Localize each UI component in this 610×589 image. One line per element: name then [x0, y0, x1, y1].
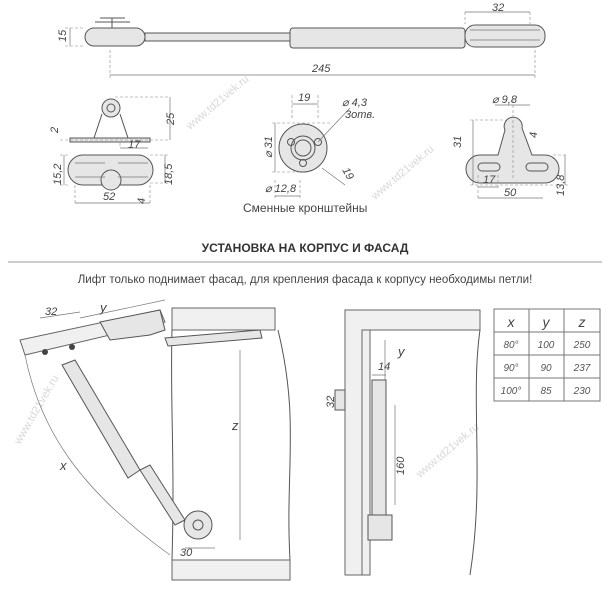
svg-text:15,2: 15,2	[52, 164, 64, 185]
bracket-right-drawing: ⌀ 9,8 31 4 17 50 13,8	[452, 94, 570, 200]
svg-text:32: 32	[325, 396, 337, 408]
svg-text:32: 32	[492, 2, 504, 14]
svg-text:13,8: 13,8	[555, 174, 567, 196]
svg-text:z: z	[231, 418, 239, 433]
svg-text:z: z	[578, 314, 586, 330]
svg-text:www.td21vek.ru: www.td21vek.ru	[368, 143, 436, 203]
svg-text:4: 4	[136, 198, 148, 204]
installation-note: Лифт только поднимает фасад, для креплен…	[78, 274, 533, 286]
svg-text:y: y	[99, 300, 108, 315]
svg-text:⌀ 9,8: ⌀ 9,8	[492, 94, 518, 106]
svg-text:80°: 80°	[503, 340, 518, 351]
svg-text:245: 245	[311, 63, 331, 75]
svg-text:⌀ 4,3: ⌀ 4,3	[342, 97, 368, 109]
svg-text:www.td21vek.ru: www.td21vek.ru	[413, 421, 481, 481]
svg-text:x: x	[507, 314, 516, 330]
svg-text:www.td21vek.ru: www.td21vek.ru	[183, 73, 251, 133]
svg-text:25: 25	[165, 112, 177, 126]
svg-text:30: 30	[180, 547, 193, 559]
svg-text:31: 31	[452, 136, 464, 148]
bracket-left-drawing: 2 25 17 15,2 18,5 4 52	[49, 96, 177, 205]
svg-text:17: 17	[128, 139, 141, 151]
svg-text:14: 14	[378, 361, 390, 373]
svg-text:32: 32	[45, 306, 57, 318]
svg-text:2: 2	[49, 127, 61, 134]
gas-spring-drawing: 15 32 245	[57, 2, 546, 78]
svg-text:17: 17	[483, 174, 496, 186]
svg-text:Сменные кронштейны: Сменные кронштейны	[243, 201, 367, 215]
svg-text:19: 19	[298, 92, 310, 104]
svg-text:www.td21vek.ru: www.td21vek.ru	[12, 373, 62, 447]
svg-text:18,5: 18,5	[163, 163, 175, 185]
svg-text:x: x	[59, 458, 67, 473]
svg-text:250: 250	[573, 340, 591, 351]
svg-text:15: 15	[57, 29, 69, 42]
svg-text:⌀ 31: ⌀ 31	[263, 136, 275, 158]
svg-text:100°: 100°	[501, 386, 522, 397]
svg-text:y: y	[397, 344, 406, 359]
svg-text:3отв.: 3отв.	[345, 109, 375, 121]
svg-text:90: 90	[540, 363, 552, 374]
install-mid-drawing: 14 y 32 160	[325, 309, 481, 576]
svg-text:52: 52	[103, 191, 115, 203]
svg-text:y: y	[542, 314, 551, 330]
svg-text:230: 230	[573, 386, 591, 397]
svg-text:50: 50	[504, 187, 517, 199]
svg-text:90°: 90°	[503, 363, 518, 374]
bracket-center-drawing: 19 ⌀ 4,3 3отв. ⌀ 31 19 ⌀ 12,8 Сменные кр…	[243, 92, 375, 215]
install-left-drawing: 32 y x z 30	[19, 299, 291, 581]
svg-text:⌀ 12,8: ⌀ 12,8	[265, 183, 297, 195]
svg-text:85: 85	[540, 386, 552, 397]
svg-text:100: 100	[538, 340, 555, 351]
svg-text:19: 19	[339, 166, 356, 183]
svg-text:160: 160	[395, 456, 407, 475]
svg-text:237: 237	[573, 363, 591, 374]
svg-text:4: 4	[528, 132, 540, 138]
xyz-table: x y z 80° 100 250 90° 90 237 100° 85 230	[493, 308, 601, 402]
section-title: УСТАНОВКА НА КОРПУС И ФАСАД	[202, 241, 409, 255]
